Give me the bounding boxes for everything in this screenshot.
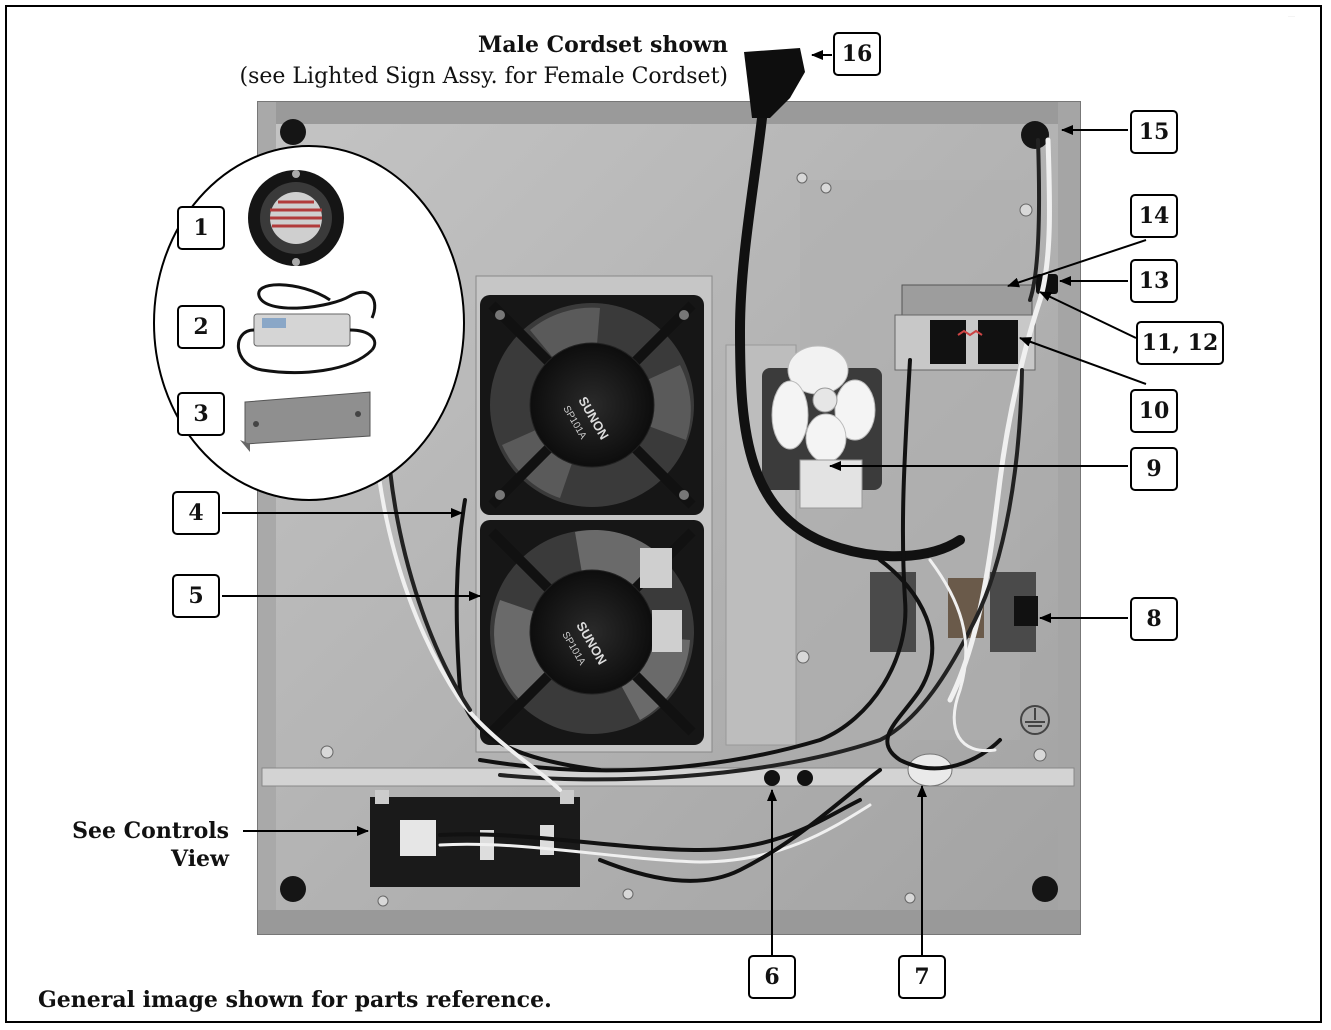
callout-16: 16 bbox=[833, 32, 881, 76]
callout-15: 15 bbox=[1130, 110, 1178, 154]
grommet-6 bbox=[764, 770, 780, 786]
callout-3: 3 bbox=[177, 392, 225, 436]
cordset-subtitle: (see Lighted Sign Assy. for Female Cords… bbox=[240, 64, 728, 89]
callout-9: 9 bbox=[1130, 447, 1178, 491]
callout-7: 7 bbox=[898, 955, 946, 999]
cordset-title: Male Cordset shown bbox=[478, 32, 728, 58]
fan-bottom: SUNON SP101A bbox=[480, 520, 704, 745]
footer-note: General image shown for parts reference. bbox=[38, 987, 552, 1013]
controls-view-label-line2: View bbox=[171, 846, 229, 872]
callout-13: 13 bbox=[1130, 259, 1178, 303]
callout-10: 10 bbox=[1130, 389, 1178, 433]
grommet-15 bbox=[1021, 121, 1049, 149]
callout-6: 6 bbox=[748, 955, 796, 999]
callout-1: 1 bbox=[177, 206, 225, 250]
fan-top: SUNON SP101A bbox=[480, 295, 704, 515]
callout-5: 5 bbox=[172, 574, 220, 618]
tiny-watermark: ······· bbox=[1288, 14, 1318, 18]
callout-11-12: 11, 12 bbox=[1136, 321, 1224, 365]
callout-8: 8 bbox=[1130, 597, 1178, 641]
callout-4: 4 bbox=[172, 491, 220, 535]
fan-motor bbox=[762, 346, 882, 508]
callout-2: 2 bbox=[177, 305, 225, 349]
controls-view-label-line1: See Controls bbox=[72, 818, 229, 844]
callout-14: 14 bbox=[1130, 194, 1178, 238]
